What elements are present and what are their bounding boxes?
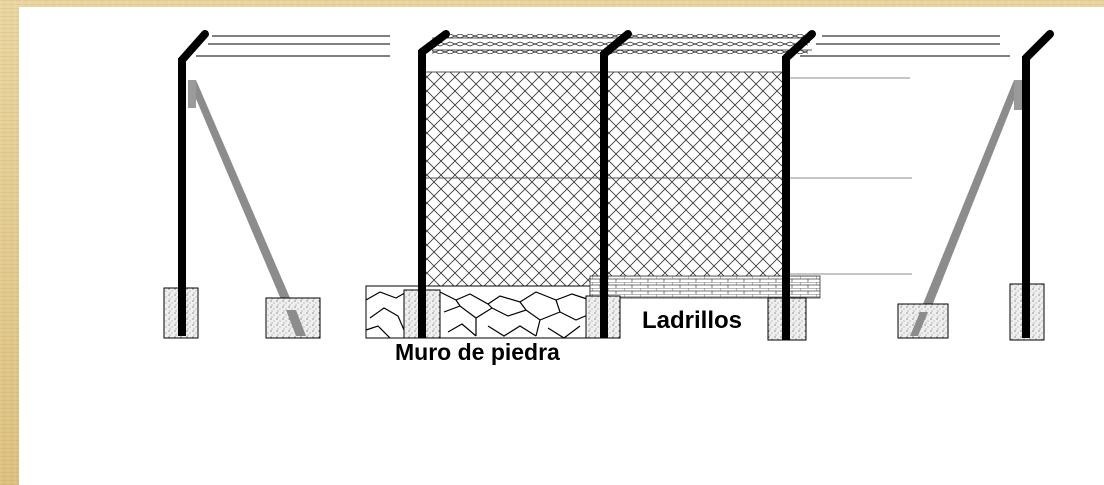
stone-wall [365,285,591,339]
left-post [178,58,186,336]
right-post [1022,56,1030,338]
middle-post-3 [782,30,816,340]
left-end-post [163,30,390,339]
right-end-post [897,30,1054,341]
middle-post-2 [600,30,632,338]
stone-wall-label: Muro de piedra [395,339,560,365]
right-brace [910,80,1022,336]
bricks-label: Ladrillos [642,307,743,334]
middle-post-1 [418,30,450,338]
tension-wires-right [790,35,1010,275]
left-brace [188,80,306,335]
